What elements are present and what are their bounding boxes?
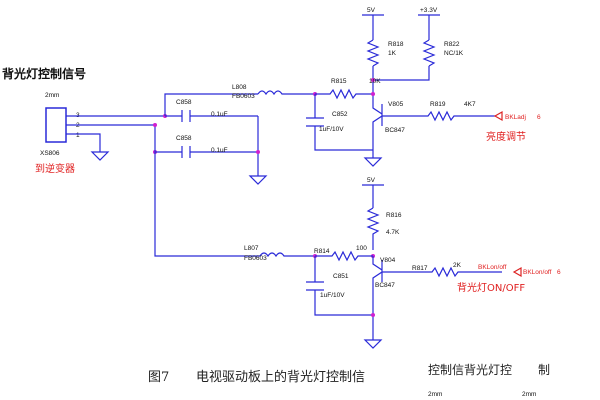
connector-ref-label: XS806 [40,150,60,157]
r818-ref: R818 [388,41,404,48]
ground-icon [363,157,383,167]
junction-dot [256,150,260,154]
r817-value: 2K [453,262,462,269]
wire-pin1-gnd [66,133,101,152]
resistor-r815 [315,88,373,100]
onoff-note: 背光灯ON/OFF [457,281,525,294]
caption-overlay: 控制信背光灯控 [428,363,512,377]
caption-size-a: 2mm [428,391,442,398]
r818-value: 1K [388,50,397,57]
caption-overlay-tail: 制 [538,363,550,377]
connector-size-label: 2mm [45,92,59,99]
connector-xs806 [45,107,67,143]
cap-c852 [306,117,324,127]
signal-arrow-bklonoff [512,266,522,278]
v804-ref: V804 [380,257,396,264]
cap1-value: 0.1uF [211,111,228,118]
cap-c852-wires [314,94,373,151]
c852-ref: C852 [332,111,348,118]
inductor-l808 [257,90,315,96]
inductor-l807 [259,252,315,258]
junction-dot [153,123,157,127]
connector-note: 到逆变器 [35,162,75,175]
diagram-title: 背光灯控制信号 [2,66,86,81]
wire-r819 [382,110,495,122]
ground-icon [248,175,268,185]
v805-type: BC847 [385,127,405,134]
top-33v-label: +3.3V [420,7,438,14]
r817-ref: R817 [412,265,428,272]
caption-size-b: 2mm [522,391,536,398]
figure-number: 图7 [148,370,169,385]
cap-c858-2 [181,146,191,158]
l807-ref: L807 [244,245,259,252]
r815-ref: R815 [331,78,347,85]
signal-arrow-bkladj [493,110,503,122]
r816-ref: R816 [386,212,402,219]
cap1-ref: C858 [176,99,192,106]
junction-dot [371,313,375,317]
r816-value: 4.7K [386,229,400,236]
r822-ref: R822 [444,41,460,48]
cap-c858-1 [181,110,191,122]
c851-value: 1uF/10V [320,292,345,299]
r819-ref: R819 [430,101,446,108]
junction-dot [371,92,375,96]
bottom-5v-label: 5V [367,177,376,184]
r814-value: 100 [356,245,367,252]
junction-dot [371,78,375,82]
cap2-value: 0.1uF [211,147,228,154]
v804-type: BC847 [375,282,395,289]
wire-r817 [382,266,502,278]
l807-value: FB0603 [244,255,267,262]
wire-top-collector-bus [372,66,430,100]
connector-pin-1: 1 [76,132,80,139]
r822-value: NC/1K [444,50,464,57]
figure-caption: 电视驱动板上的背光灯控制信 [196,369,365,385]
c852-value: 1uF/10V [319,126,344,133]
bkladj-pin: 6 [537,114,541,121]
r819-value: 4K7 [464,101,476,108]
bklonoff-label-2: BKLon/off [523,269,552,276]
brightness-note: 亮度调节 [486,130,526,143]
ground-icon [90,151,110,161]
cap-c851-wires [314,256,373,316]
bottom-5v-rail [362,184,384,208]
top-5v-label: 5V [367,7,376,14]
bkladj-label: BKLadj [505,114,526,121]
bklonoff-pin: 6 [557,269,561,276]
r814-ref: R814 [314,248,330,255]
cap-c851 [306,281,324,291]
resistor-r822 [422,39,436,67]
wire-bottom-main [154,125,260,257]
resistor-r814 [315,250,373,262]
v805-ref: V805 [388,101,404,108]
top-33v-rail [418,14,440,40]
ground-icon [363,339,383,349]
bklonoff-label: BKLon/off [478,264,507,271]
top-5v-rail [362,14,384,40]
resistor-r818 [366,39,380,67]
l808-value: FB0603 [232,93,255,100]
resistor-r816 [366,207,380,250]
wire-top-main [164,93,258,116]
transistor-v805 [372,100,383,150]
transistor-v804 [372,256,383,340]
c851-ref: C851 [333,273,349,280]
cap2-ref: C858 [176,135,192,142]
r815-value: 10K [369,78,381,85]
l808-ref: L808 [232,84,247,91]
